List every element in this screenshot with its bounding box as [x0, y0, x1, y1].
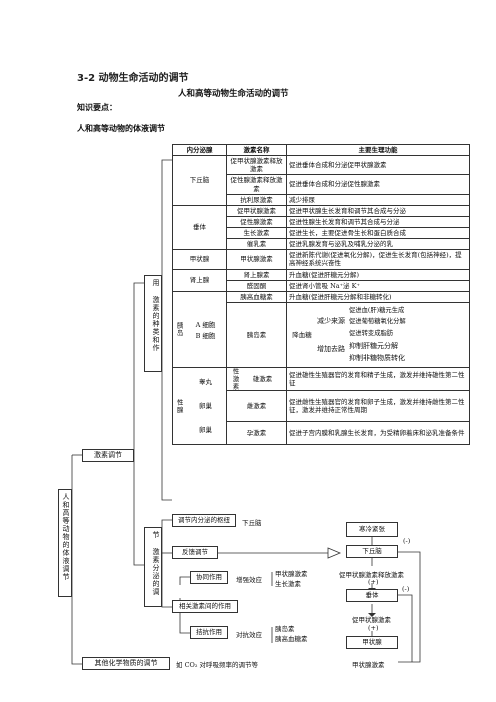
related-hormones-node: 相关激素间的作用: [172, 600, 238, 613]
antagonism-node: 拮抗作用: [190, 626, 228, 639]
hormone-name: 促甲状腺激素释放激素: [226, 155, 287, 176]
insulin-effect: 促进转变成脂肪: [349, 330, 394, 338]
hormone-function: 促进乳腺发育与泌乳及哺乳分泌的乳: [286, 238, 470, 251]
hormone-name: 促性腺激素释放激素: [226, 174, 287, 195]
hormone-function: 促进甲状腺生长发育和调节其合成与分泌: [286, 204, 470, 217]
increase-path-label: 增加去路: [317, 344, 345, 353]
hormone-name: 孕激素: [226, 421, 287, 446]
synergy-item: 甲状腺激素: [275, 570, 308, 578]
hormone-name: 胰高血糖素: [226, 290, 287, 303]
antagonism-item: 胰岛素: [275, 625, 295, 633]
insulin-effect: 抑制肝糖元分解: [349, 341, 398, 350]
gonad-organ: 卵巢: [199, 426, 212, 435]
feedback-regulation-node: 反馈调节: [172, 546, 218, 559]
root-node: 人和高等动物的体液调节: [58, 489, 72, 597]
hormone-name: 甲状腺激素: [226, 249, 287, 270]
hormone-name: 催乳素: [226, 238, 287, 251]
gland-thyroid: 甲状腺: [172, 249, 227, 270]
flow-stimulus: 寒冷紧张: [346, 522, 398, 537]
antagonism-effect: 对抗效应: [236, 631, 262, 639]
flow-tsh: 促甲状腺激素: [352, 616, 391, 624]
other-chemical-regulation-node: 其他化学物质的调节: [82, 657, 170, 670]
gonad-organ: 睾丸: [199, 378, 212, 387]
synergy-node: 协同作用: [190, 571, 228, 584]
insulin-effect: 促进血(肝)糖元生成: [349, 306, 405, 314]
hormone-name: 雌激素: [226, 390, 287, 423]
sex-hormone-label: 性激素: [231, 367, 239, 391]
hormone-function: 促进性腺生长发育和调节其合成与分泌: [286, 215, 470, 229]
hormone-function: 促进肾小管吸 Na⁺泌 K⁺: [286, 279, 470, 292]
other-regulation-example: 如 CO₂ 对呼吸频率的调节等: [176, 661, 259, 669]
hormone-function: 促进生长，主要促进骨生长和蛋白质合成: [286, 226, 470, 240]
antagonism-item: 胰高血糖素: [275, 635, 308, 643]
insulin-effect: 促进葡萄糖氧化分解: [349, 318, 406, 326]
hormone-name: 生长激素: [226, 226, 287, 240]
hormone-name: 促性腺激素: [226, 215, 287, 229]
gland-hypothalamus: 下丘脑: [172, 155, 227, 206]
hormone-name: 肾上腺素: [226, 268, 287, 281]
hormone-function: 促进垂体合成和分泌促性腺激素: [286, 174, 470, 195]
hormone-function: 促进子宫内膜和乳腺生长发育，为受精卵着床和泌乳准备条件: [286, 421, 470, 446]
header-function: 主要生理功能: [286, 143, 470, 157]
header-hormone: 激素名称: [226, 143, 287, 157]
hormone-function: 促进雌性生殖器官的发育和卵子生成，激发并维持雌性第二性征，激发并维持正常性周期: [286, 390, 470, 423]
header-gland: 内分泌腺: [172, 143, 227, 157]
hormone-name: 胰岛素: [226, 301, 287, 368]
gland-gonad: 性腺: [175, 398, 184, 414]
page-title: 人和高等动物生命活动的调节: [178, 89, 289, 99]
hormone-function: 促进雄性生殖器官的发育和精子生成，激发并维持雄性第二性征: [286, 366, 470, 392]
hormone-name: 雄激素: [252, 375, 273, 384]
flow-pituitary: 垂体: [346, 589, 398, 602]
hormone-secretion-regulation-node: 节 激素分泌的调: [144, 527, 162, 607]
hormone-function: 促进垂体合成和分泌促甲状腺激素: [286, 155, 470, 176]
gonad-organ: 卵巢: [199, 402, 212, 411]
flow-thyroid-hormone: 甲状腺激素: [352, 661, 385, 669]
flow-plus-1: (+): [368, 578, 379, 586]
hormone-table: 内分泌腺 激素名称 主要生理功能 下丘脑 促甲状腺激素释放激素 促进垂体合成和分…: [172, 143, 470, 446]
antagonism-items: 胰岛素 胰高血糖素: [275, 624, 308, 644]
hormone-function: 减少排尿: [286, 193, 470, 206]
synergy-effect: 增强效应: [236, 576, 262, 584]
hormone-function: 促进新陈代谢(促进氧化分解)，促进生长发育(包括神经)，提高神经系统兴奋性: [286, 249, 470, 270]
flow-minus-2: (-): [402, 585, 410, 593]
subsection-heading: 人和高等动物的体液调节: [77, 124, 165, 133]
gland-pituitary: 垂体: [172, 204, 227, 251]
regulation-center-value: 下丘脑: [242, 519, 262, 527]
flow-trh: 促甲状腺激素释放激素: [339, 571, 404, 579]
flow-plus-2: (+): [368, 624, 379, 632]
lower-blood-sugar-label: 降血糖: [292, 330, 312, 339]
hormone-regulation-node: 激素调节: [82, 449, 134, 462]
hormone-function: 升血糖(促进肝糖元分解): [286, 268, 470, 281]
pancreas-a-cell: A 细胞: [195, 321, 216, 330]
key-points-label: 知识要点：: [77, 103, 117, 112]
regulation-center-node: 调节内分泌的枢纽: [172, 514, 236, 527]
reduce-source-label: 减少来源: [317, 316, 345, 325]
gland-adrenal: 肾上腺: [172, 268, 227, 292]
flow-minus-1: (-): [403, 537, 411, 545]
hormone-name: 抗利尿激素: [226, 193, 287, 206]
gland-pancreas: 胰岛: [175, 321, 184, 337]
hormone-name: 醛固酮: [226, 279, 287, 292]
hormone-function: 升血糖(促进肝糖元分解和非糖转化): [286, 290, 470, 303]
section-heading: 3-2 动物生命活动的调节: [77, 73, 189, 84]
flow-hypothalamus: 下丘脑: [346, 545, 398, 558]
hormone-types-node: 用 激素的种类和作: [144, 275, 162, 372]
hormone-name: 促甲状腺激素: [226, 204, 287, 217]
flow-thyroid: 甲状腺: [346, 636, 398, 649]
synergy-item: 生长激素: [275, 580, 301, 588]
insulin-effect: 抑制非糖物质转化: [349, 354, 405, 363]
pancreas-b-cell: B 细胞: [195, 331, 216, 340]
synergy-items: 甲状腺激素 生长激素: [275, 569, 308, 589]
